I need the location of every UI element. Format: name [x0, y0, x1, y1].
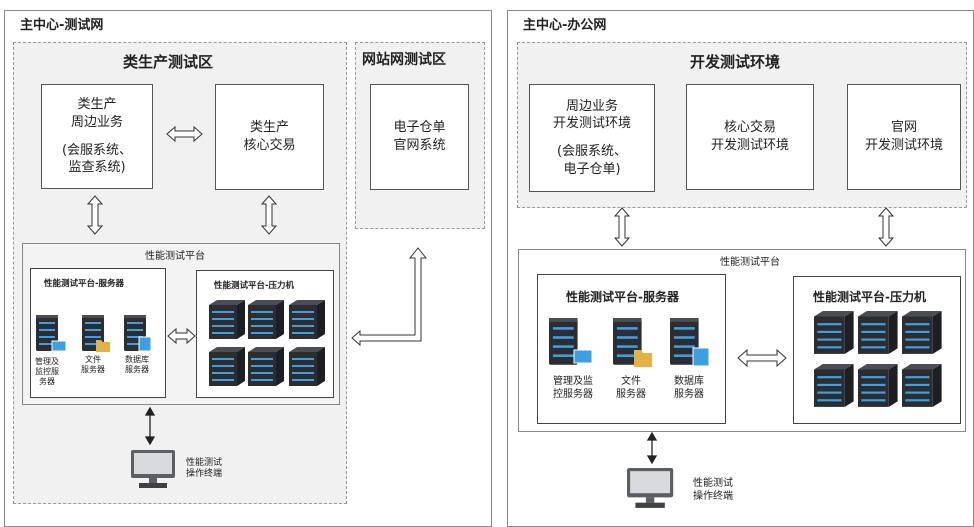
prod-core-line2: 核心交易 [243, 138, 296, 153]
left-mgmt-server-label: 管理及 监控服 务器 [32, 357, 62, 387]
left-pressure-title: 性能测试平台-压力机 [214, 281, 295, 291]
right-arrow-peripheral-platform [613, 207, 631, 247]
left-servers-title: 性能测试平台-服务器 [44, 279, 125, 289]
dev-zone-title: 开发测试环境 [690, 53, 781, 71]
left-mgmt-server-icon [36, 315, 67, 352]
website-box: 电子仓单 官网系统 [370, 84, 469, 190]
dev-site-line1: 官网 [890, 120, 917, 136]
left-panel-title: 主中心-测试网 [20, 18, 104, 33]
right-db-server-icon [670, 318, 710, 367]
right-db-line2: 服务器 [674, 388, 704, 400]
right-arrow-platform-terminal [646, 431, 658, 465]
right-terminal-line2: 操作终端 [693, 490, 733, 502]
right-pressure-machine-icons [814, 311, 942, 407]
left-file-server-label: 文件 服务器 [76, 355, 110, 375]
right-file-line1: 文件 [621, 376, 641, 387]
dev-site-box: 官网 开发测试环境 [847, 84, 961, 190]
prod-peripheral-line4: 监查系统) [68, 160, 126, 176]
right-mgmt-server-label: 管理及监 控服务器 [545, 376, 601, 401]
prod-peripheral-box: 类生产 周边业务 (会服系统、 监查系统) [41, 84, 153, 189]
dev-site-line2: 开发测试环境 [864, 138, 943, 153]
right-pressure-title: 性能测试平台-压力机 [813, 290, 926, 304]
right-db-line1: 数据库 [674, 376, 704, 387]
right-file-line2: 服务器 [616, 388, 646, 400]
left-arrow-peripheral-core [166, 125, 203, 143]
left-arrow-peripheral-platform [86, 195, 104, 235]
right-mgmt-server-icon [549, 318, 593, 365]
website-box-line2: 官网系统 [393, 138, 446, 153]
left-mgmt-line2: 监控服 [35, 367, 59, 376]
left-terminal-line1: 性能测试 [186, 458, 223, 468]
right-terminal-line1: 性能测试 [693, 478, 733, 489]
left-db-line2: 服务器 [125, 365, 149, 374]
left-file-line1: 文件 [85, 355, 101, 364]
prod-peripheral-line2: 周边业务 [70, 114, 123, 130]
right-servers-title: 性能测试平台-服务器 [566, 290, 679, 304]
left-db-line1: 数据库 [125, 355, 149, 364]
right-db-server-label: 数据库 服务器 [664, 376, 714, 401]
left-arrow-core-platform [260, 195, 278, 235]
dev-peripheral-line4: 电子仓单) [563, 161, 621, 177]
left-arrow-servers-pressure [167, 327, 196, 345]
dev-core-line1: 核心交易 [723, 120, 776, 136]
dev-peripheral-line2: 开发测试环境 [552, 116, 631, 132]
left-terminal-computer-icon [131, 450, 175, 488]
prod-core-box: 类生产 核心交易 [215, 84, 324, 190]
prod-peripheral-line3: (会服系统、 [61, 142, 133, 158]
left-file-server-icon [82, 315, 110, 352]
prod-peripheral-line1: 类生产 [77, 97, 117, 113]
left-pressure-machine-icons [209, 300, 325, 386]
dev-peripheral-line1: 周边业务 [565, 98, 618, 114]
right-file-server-icon [613, 318, 652, 367]
right-terminal-label: 性能测试 操作终端 [693, 478, 753, 503]
website-box-line1: 电子仓单 [393, 120, 446, 136]
left-platform-title: 性能测试平台 [145, 251, 205, 262]
right-terminal-computer-icon [627, 468, 674, 508]
right-mgmt-line1: 管理及监 [553, 376, 593, 387]
left-terminal-label: 性能测试 操作终端 [186, 458, 236, 481]
dev-core-box: 核心交易 开发测试环境 [686, 84, 814, 190]
prod-core-line1: 类生产 [249, 120, 289, 136]
left-file-line2: 服务器 [81, 365, 105, 374]
left-terminal-line2: 操作终端 [186, 469, 223, 480]
left-mgmt-line1: 管理及 [35, 357, 59, 366]
right-panel-title: 主中心-办公网 [523, 18, 607, 33]
left-mgmt-line3: 务器 [39, 377, 55, 386]
website-zone-title: 网站网测试区 [362, 52, 446, 68]
production-zone-title: 类生产测试区 [123, 53, 214, 71]
right-arrow-servers-pressure [737, 348, 787, 368]
dev-peripheral-line3: (会服系统、 [556, 144, 628, 159]
right-arrow-site-platform [877, 207, 895, 247]
left-arrow-website-platform [351, 247, 428, 347]
left-db-server-label: 数据库 服务器 [117, 355, 157, 375]
right-platform-title: 性能测试平台 [720, 257, 780, 268]
dev-peripheral-box: 周边业务 开发测试环境 (会服系统、 电子仓单) [529, 84, 655, 192]
left-arrow-platform-terminal [144, 406, 156, 446]
dev-core-line2: 开发测试环境 [710, 138, 789, 153]
right-mgmt-line2: 控服务器 [553, 388, 593, 400]
left-db-server-icon [124, 315, 152, 352]
right-file-server-label: 文件 服务器 [609, 376, 653, 401]
